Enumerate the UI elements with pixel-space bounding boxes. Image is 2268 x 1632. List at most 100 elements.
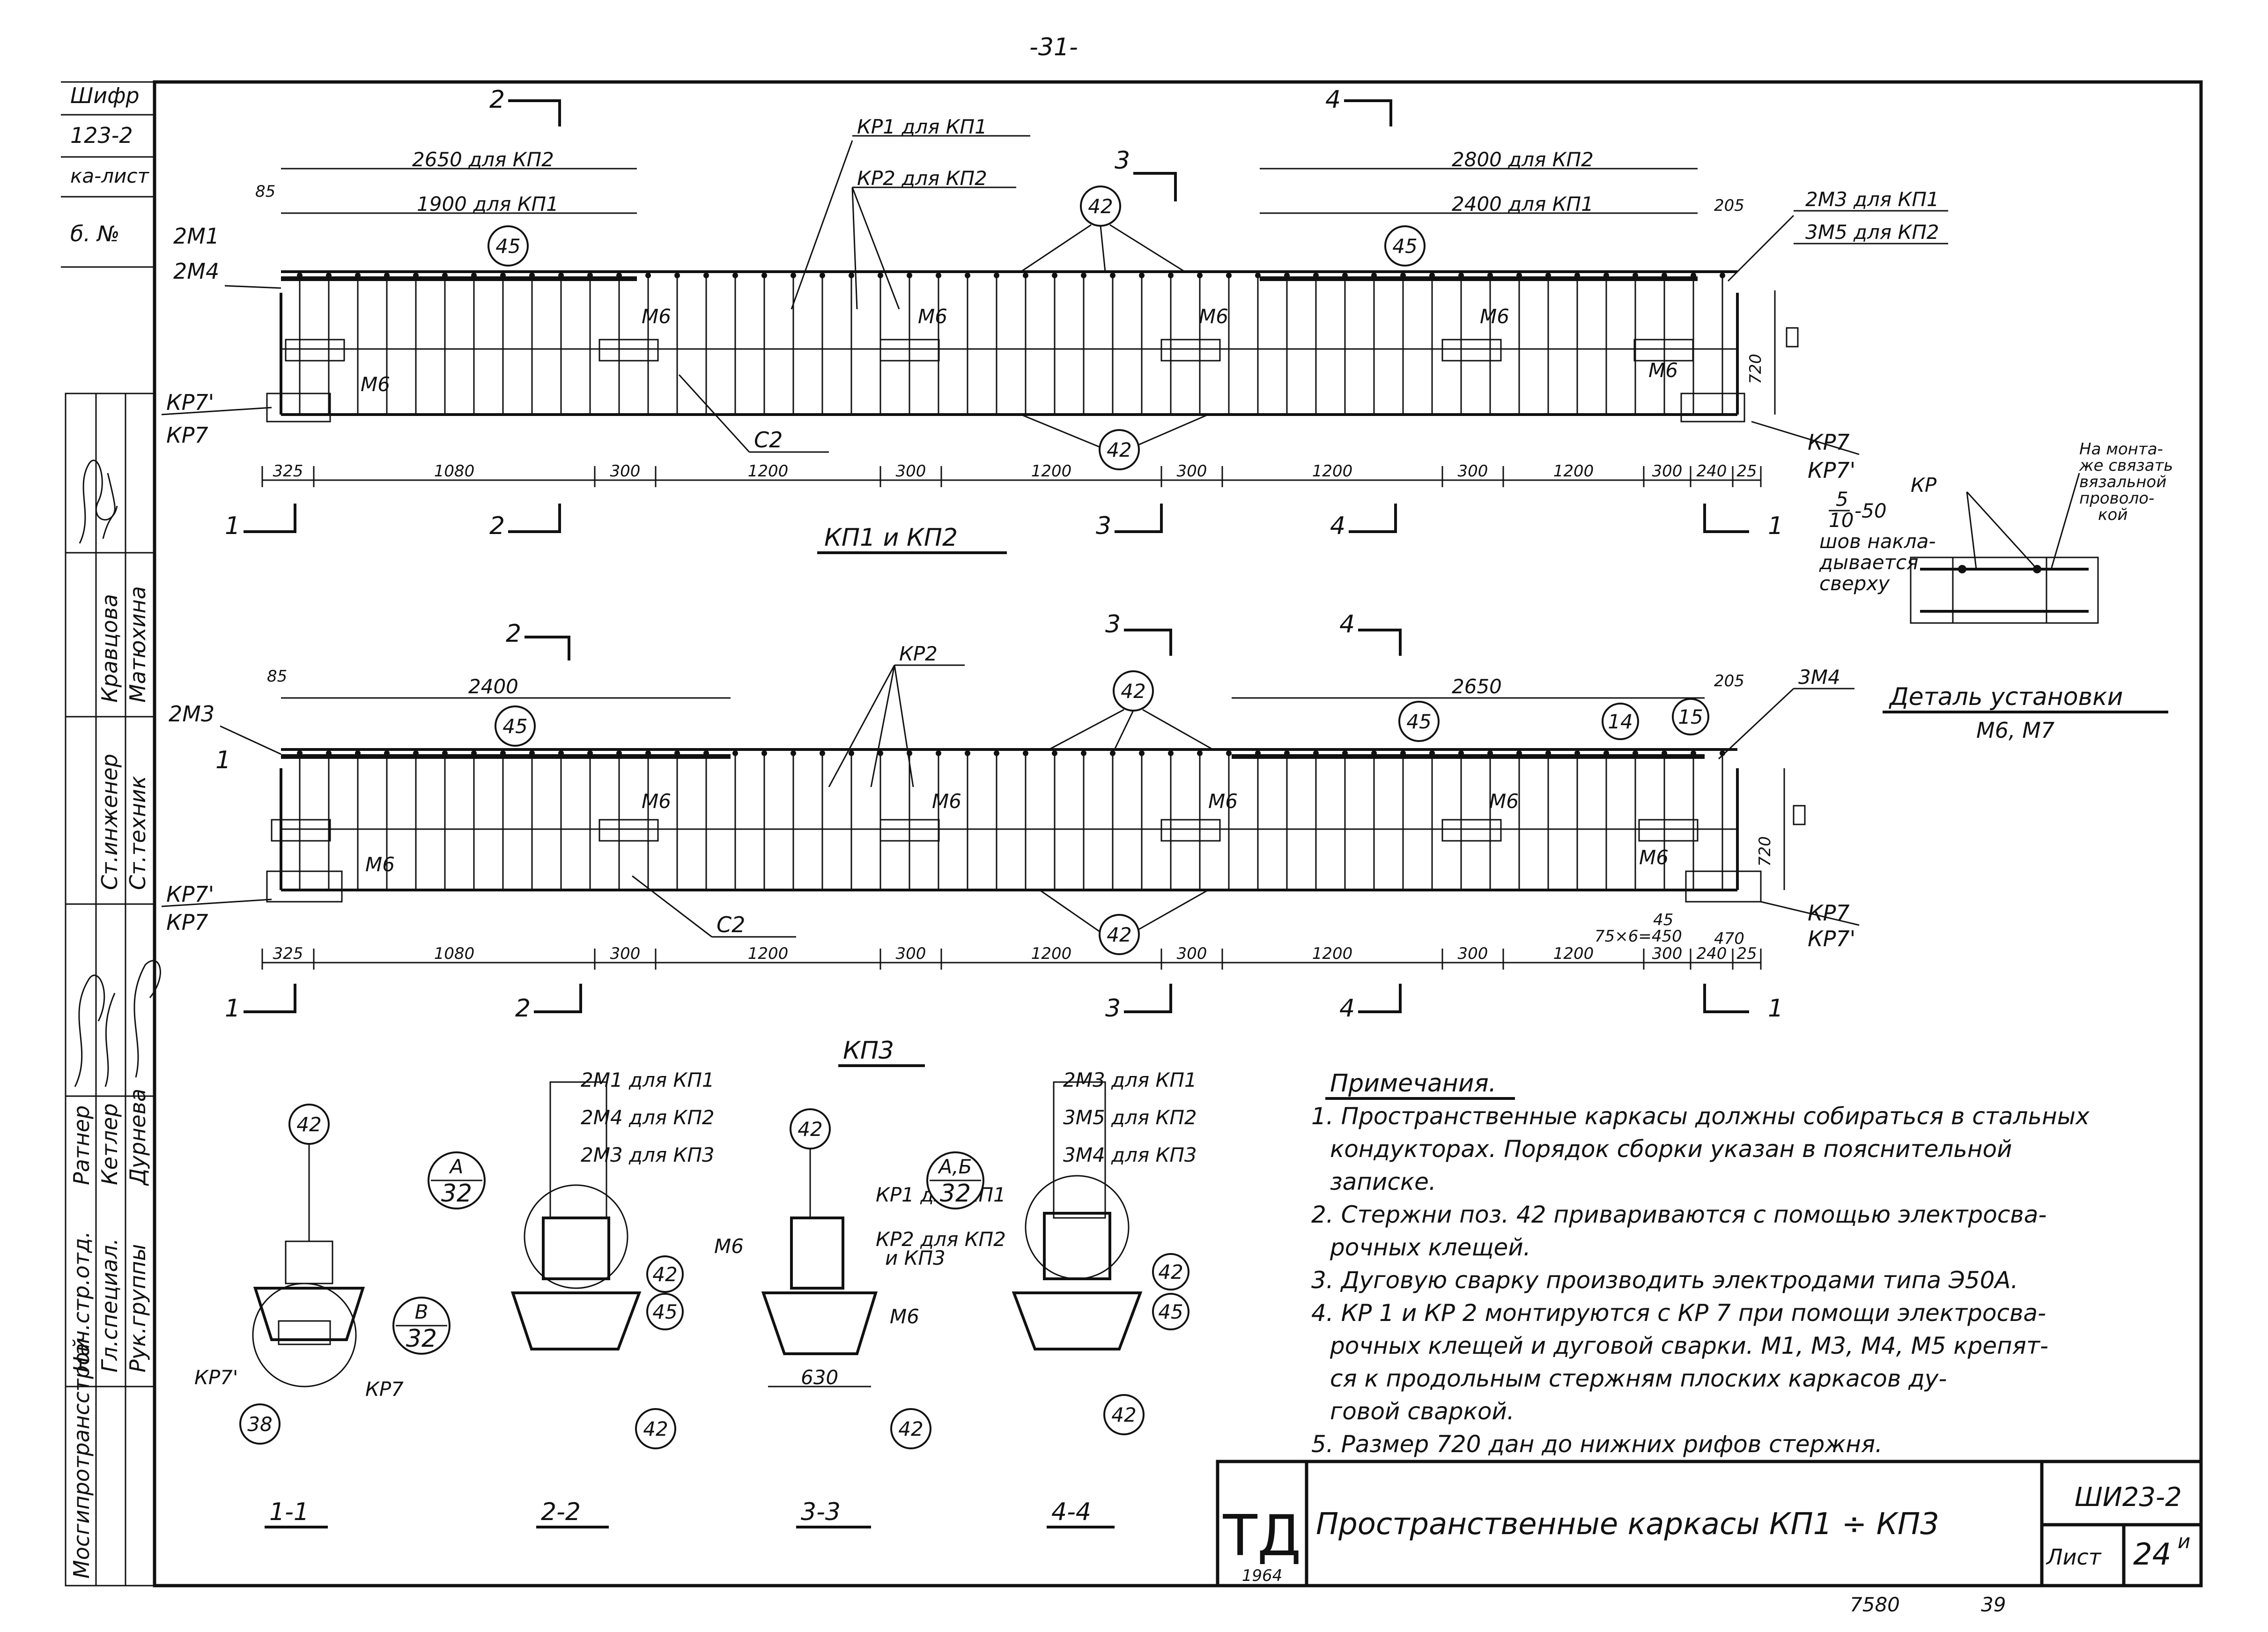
weld-point [761, 750, 767, 756]
dim-bottom-label: 300 [1458, 944, 1488, 963]
dim-bottom-label: 300 [1177, 462, 1207, 481]
label: 3М4 [1798, 666, 1840, 689]
weld-point [558, 273, 564, 278]
logo: ТД [1222, 1504, 1301, 1569]
weld-point [732, 273, 738, 278]
position-number: 45 [495, 235, 520, 258]
position-number: 42 [1158, 1261, 1183, 1283]
position-number: 45 [502, 715, 527, 738]
dim-label: 2650 для КП2 [412, 148, 554, 171]
weld-point [1226, 273, 1232, 278]
number-label: б. № [70, 221, 119, 246]
label: С2 [754, 427, 783, 453]
role-3: Рук.группы [125, 1244, 150, 1372]
weld-point [703, 273, 709, 278]
section-3-3: 42 М6 М6 КР1 для КП1 КР2 для КП2 и КП3 6… [714, 1108, 1006, 1528]
dim-label: 2800 для КП2 [1452, 148, 1594, 171]
dim-bottom-label: 325 [273, 944, 303, 963]
weld-point [1226, 750, 1232, 756]
position-number: 42 [1088, 195, 1113, 218]
code-value: 123-2 [70, 123, 133, 148]
dim-bottom-label: 240 [1697, 944, 1727, 963]
note-line: записке. [1330, 1168, 1436, 1195]
weld-point [1574, 750, 1580, 756]
weld-point [1458, 273, 1464, 278]
position-number: 42 [1107, 923, 1131, 946]
callout-top: А,Б [938, 1155, 972, 1178]
section-markers-top: 2 4 3 1 2 3 4 1 [225, 86, 1783, 540]
bottom-stirrups [297, 749, 1725, 890]
position-circle [1099, 429, 1140, 470]
weld-point [384, 273, 390, 278]
position-circle [1602, 703, 1639, 740]
dim-label: 2400 [468, 675, 518, 698]
callout-top: А [449, 1155, 464, 1178]
weld-point [1342, 273, 1348, 278]
callout-bottom: 32 [441, 1179, 472, 1208]
dim-small: 470 [1714, 929, 1744, 948]
label: М6 [932, 790, 961, 813]
position-circle [1384, 225, 1426, 267]
dim-bottom-label: 300 [896, 462, 926, 481]
detail-label: КР [1911, 474, 1937, 497]
dim-bottom-label: 325 [273, 462, 303, 481]
dim-bottom-label: 1200 [748, 462, 789, 481]
weld-point [820, 750, 825, 756]
weld-point [1458, 750, 1464, 756]
weld-point [616, 750, 622, 756]
label: КР7' [1808, 458, 1855, 483]
label: КР7' [166, 882, 214, 907]
dim-bottom-label: 1200 [1312, 944, 1353, 963]
dim-small: 75×6=450 [1595, 927, 1682, 946]
weld-point [1168, 750, 1174, 756]
role-2: Гл.специал. [97, 1238, 122, 1372]
detail-mount-note: же связать [2079, 456, 2173, 475]
top-frame-drawing: 2 4 3 1 2 3 4 1 2650 для КП2 1900 для КП… [161, 86, 1948, 554]
position-number: 42 [798, 1118, 822, 1141]
detail-weld-top: 5 [1836, 488, 1848, 511]
weld-point [1052, 750, 1057, 756]
weld-point [1633, 273, 1638, 278]
signature-scribble [133, 960, 161, 1078]
section-mark: 2 [506, 620, 521, 648]
notes-heading: Примечания. [1330, 1069, 1496, 1098]
weld-point [761, 273, 767, 278]
position-circle [1099, 914, 1140, 955]
detail-mount-note: вязальной [2079, 473, 2166, 491]
section-mark: 1 [1768, 512, 1783, 540]
section-mark: 4 [1339, 994, 1355, 1023]
position-number: 42 [1121, 680, 1145, 703]
position-number: 45 [1392, 235, 1417, 258]
position-number: 42 [1107, 438, 1131, 461]
position-number: 45 [1158, 1300, 1183, 1323]
weld-point [1545, 273, 1551, 278]
notes: Примечания. 1. Пространственные каркасы … [1311, 1069, 2090, 1458]
weld-point [936, 273, 941, 278]
weld-point [1023, 750, 1028, 756]
label: КР7 [365, 1378, 404, 1401]
weld-point [587, 273, 593, 278]
dim-bottom-label: 300 [610, 462, 641, 481]
detail-weld-note: сверху [1819, 572, 1890, 595]
section-mark: 1 [215, 746, 231, 774]
role-4: Ст.инженер [97, 754, 122, 890]
weld-point [1284, 273, 1290, 278]
section-label: 2-2 [541, 1498, 581, 1526]
weld-point [1139, 273, 1145, 278]
note-line: рочных клещей. [1330, 1234, 1531, 1261]
weld-point [1197, 750, 1203, 756]
weld-point [1516, 273, 1522, 278]
m6-plates-bottom [266, 819, 1762, 903]
label: М6 [890, 1305, 919, 1328]
weld-point [1168, 273, 1174, 278]
label: КР2 [899, 642, 938, 665]
label: 2М3 [169, 701, 214, 727]
sheet-code: ШИ23-2 [2075, 1482, 2182, 1513]
weld-point [1545, 750, 1551, 756]
weld-point [645, 273, 651, 278]
dim-bottom-label: 1200 [1553, 462, 1594, 481]
dim-bottom-label: 25 [1736, 462, 1757, 481]
dim-small: 205 [1714, 196, 1744, 215]
label: КР7' [1808, 926, 1855, 951]
